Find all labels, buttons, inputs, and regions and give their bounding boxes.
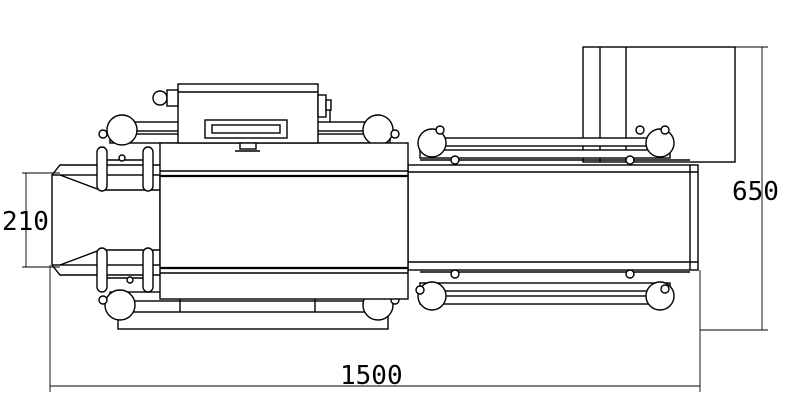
right-lower-rail — [415, 269, 690, 311]
dimension-650-label: 650 — [732, 177, 779, 207]
dimension-210-label: 210 — [2, 207, 49, 237]
dimension-1500: 1500 — [49, 265, 701, 392]
right-upper-rail — [417, 125, 690, 165]
right-conveyor — [407, 164, 699, 271]
main-body — [159, 142, 409, 312]
dimension-650: 650 — [700, 46, 779, 331]
dimension-1500-label: 1500 — [340, 361, 403, 391]
chain-links — [96, 146, 154, 293]
top-control-unit — [152, 83, 332, 152]
